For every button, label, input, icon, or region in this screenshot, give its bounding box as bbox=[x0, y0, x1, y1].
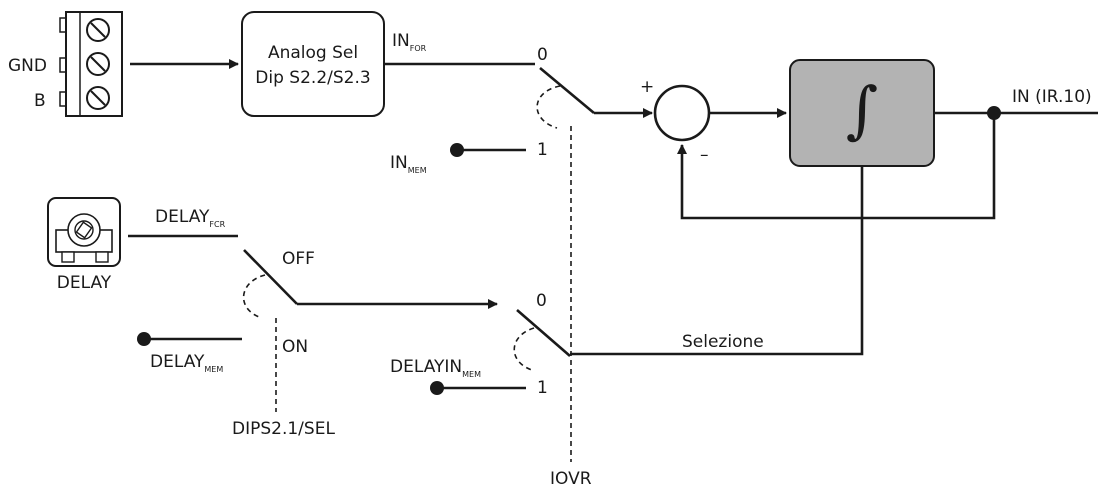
delay-potentiometer-icon bbox=[47, 197, 121, 267]
screw-icon bbox=[86, 86, 110, 110]
integral-icon: ∫ bbox=[846, 73, 878, 146]
analog-sel-block bbox=[241, 11, 385, 117]
screw-icon bbox=[86, 18, 110, 42]
output-label: IN (IR.10) bbox=[1012, 87, 1092, 107]
delay-switch-actuator-arc bbox=[242, 274, 266, 319]
delay-fcr-label: DELAYFCR bbox=[155, 207, 226, 229]
analog-sel-dip: Dip S2.2/S2.3 bbox=[255, 68, 370, 88]
top-switch-actuator-arc bbox=[536, 85, 561, 129]
feedback-path bbox=[677, 113, 996, 220]
screw-icon bbox=[86, 52, 110, 76]
analog-sel-title: Analog Sel bbox=[268, 43, 358, 63]
delay-mem-label: DELAYMEM bbox=[150, 352, 223, 374]
top-switch-arm bbox=[539, 67, 595, 114]
selection-line bbox=[570, 166, 864, 356]
bottom-switch-one: 1 bbox=[537, 378, 548, 398]
bottom-switch-zero: 0 bbox=[536, 291, 547, 311]
bottom-switch-actuator-arc bbox=[513, 327, 535, 371]
b-label: B bbox=[34, 91, 46, 111]
gnd-label: GND bbox=[8, 56, 47, 76]
sum-plus: + bbox=[640, 77, 654, 97]
sum-minus: – bbox=[700, 145, 709, 165]
iovr-label: IOVR bbox=[550, 469, 592, 489]
in-for-label: INFOR bbox=[392, 31, 427, 53]
delay-switch-off: OFF bbox=[282, 249, 315, 269]
top-switch-one: 1 bbox=[537, 140, 548, 160]
terminal-block bbox=[59, 11, 123, 117]
dip-select-label: DIPS2.1/SEL bbox=[232, 419, 335, 439]
delay-pot-label: DELAY bbox=[57, 273, 112, 293]
delayin-mem-label: DELAYINMEM bbox=[390, 357, 481, 379]
delay-switch-arm bbox=[243, 249, 298, 305]
delay-switch-on: ON bbox=[282, 337, 308, 357]
in-mem-label: INMEM bbox=[390, 153, 427, 175]
summing-junction bbox=[653, 84, 711, 142]
bottom-switch-arm bbox=[516, 309, 571, 357]
top-switch-zero: 0 bbox=[537, 45, 548, 65]
selection-label: Selezione bbox=[682, 332, 764, 352]
